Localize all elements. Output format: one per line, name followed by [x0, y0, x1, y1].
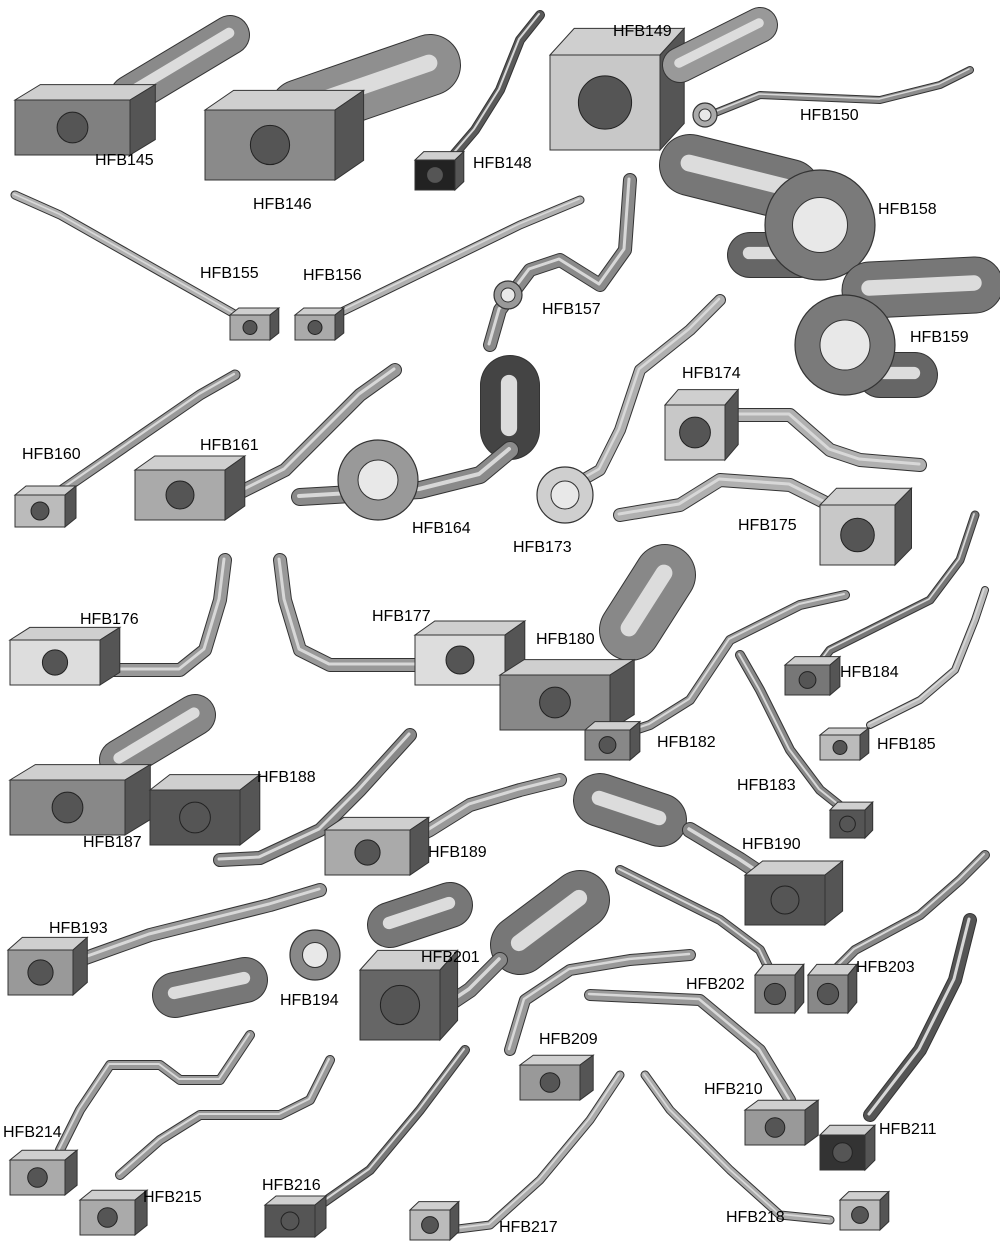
hfb164-label: HFB164 [412, 520, 471, 537]
hfb193-label: HFB193 [49, 920, 108, 937]
hfb145-part [13, 15, 250, 156]
hfb184-label: HFB184 [840, 664, 899, 681]
hfb214-part [8, 1030, 255, 1197]
hfb149-label: HFB149 [613, 23, 672, 40]
hfb177-label: HFB177 [372, 608, 431, 625]
hfb182-part [583, 590, 850, 762]
hfb189-part [323, 773, 567, 876]
hfb194-part [152, 882, 473, 1018]
hfb193-part [6, 883, 327, 997]
hfb148-label: HFB148 [473, 155, 532, 172]
hfb190-label: HFB190 [742, 836, 801, 853]
hfb156-part [293, 195, 585, 342]
hfb210-part [584, 989, 820, 1146]
hfb180-part [498, 544, 696, 731]
hfb190-part [573, 773, 845, 927]
hfb159-label: HFB159 [910, 329, 969, 346]
hfb146-label: HFB146 [253, 196, 312, 213]
hfb188-part [148, 728, 417, 867]
hfb175-part [613, 473, 913, 567]
hfb203-label: HFB203 [856, 959, 915, 976]
hfb176-label: HFB176 [80, 611, 139, 628]
hfb185-part [818, 586, 989, 762]
hfb173-part [536, 294, 726, 524]
hfb183-label: HFB183 [737, 777, 796, 794]
hfb158-label: HFB158 [878, 201, 937, 218]
hfb211-part [818, 913, 977, 1172]
hfb217-label: HFB217 [499, 1219, 558, 1236]
hfb183-part [735, 650, 874, 840]
hfb214-label: HFB214 [3, 1124, 62, 1141]
hfb182-label: HFB182 [657, 734, 716, 751]
hfb158-part [659, 134, 876, 281]
hfb177-part [273, 553, 527, 686]
hfb218-label: HFB218 [726, 1209, 785, 1226]
hfb148-part [413, 10, 545, 192]
hfb160-label: HFB160 [22, 446, 81, 463]
hfb217-part [408, 1070, 625, 1242]
hfb175-label: HFB175 [738, 517, 797, 534]
hfb209-part [504, 949, 696, 1101]
hfb218-part [640, 1070, 891, 1232]
hfb155-part [10, 190, 281, 342]
hfb173-label: HFB173 [513, 539, 572, 556]
hfb215-label: HFB215 [143, 1189, 202, 1206]
hfb210-label: HFB210 [704, 1081, 763, 1098]
hfb189-label: HFB189 [428, 844, 487, 861]
hfb176-part [8, 553, 232, 686]
hfb174-part [663, 388, 927, 472]
hfb211-label: HFB211 [879, 1121, 937, 1138]
hfb202-label: HFB202 [686, 976, 745, 993]
hfb146-part [203, 34, 461, 181]
hfb187-part [8, 694, 216, 836]
hfb157-part [483, 173, 637, 352]
hfb156-label: HFB156 [303, 267, 362, 284]
hfb209-label: HFB209 [539, 1031, 598, 1048]
hfb216-part [263, 1045, 470, 1239]
hfb185-label: HFB185 [877, 736, 936, 753]
hfb188-label: HFB188 [257, 769, 316, 786]
hfb187-label: HFB187 [83, 834, 142, 851]
hfb201-label: HFB201 [421, 949, 480, 966]
hfb157-label: HFB157 [542, 301, 601, 318]
hfb145-label: HFB145 [95, 152, 154, 169]
hfb174-label: HFB174 [682, 365, 741, 382]
hfb161-label: HFB161 [200, 437, 259, 454]
hfb184-part [783, 510, 980, 697]
hfb150-part [692, 66, 974, 128]
hfb149-part [548, 7, 778, 152]
hfb202-part [615, 865, 805, 1015]
hfb215-part [78, 1055, 335, 1237]
hfb216-label: HFB216 [262, 1177, 321, 1194]
hfb160-part [13, 369, 241, 529]
hfb150-label: HFB150 [800, 107, 859, 124]
hfb164-part [291, 355, 540, 521]
hfb201-part [358, 870, 610, 1042]
hfb203-part [806, 850, 990, 1015]
hfb159-part [794, 256, 1000, 398]
hfb194-label: HFB194 [280, 992, 339, 1009]
hfb155-label: HFB155 [200, 265, 259, 282]
hfb180-label: HFB180 [536, 631, 595, 648]
hfb161-part [133, 363, 402, 521]
